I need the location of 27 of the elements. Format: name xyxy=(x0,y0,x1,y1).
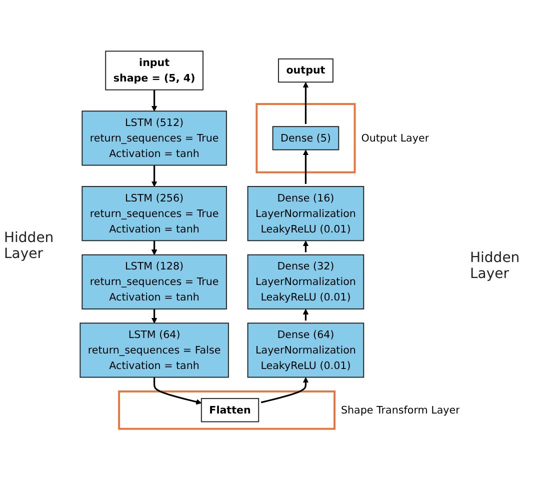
arrow xyxy=(151,308,158,324)
arrow xyxy=(154,377,202,405)
node-box: input shape = (5, 4) xyxy=(105,50,204,90)
node-box: LSTM (128) return_sequences = True Activation = tanh xyxy=(82,254,227,310)
arrow xyxy=(151,240,158,256)
node-label: Shape Transform Layer xyxy=(340,404,460,416)
node-box: Dense (16) LayerNormalization LeakyReLU (0.01) xyxy=(247,186,364,242)
arrow xyxy=(302,82,309,124)
arrow xyxy=(302,150,309,184)
node-label: Output Layer xyxy=(361,132,430,144)
arrow xyxy=(302,240,309,252)
layer-label: Hidden Layer xyxy=(470,250,521,282)
arrow xyxy=(260,377,309,404)
node-box: Flatten xyxy=(200,398,260,422)
node-box: output xyxy=(278,58,334,83)
node-box: Dense (64) LayerNormalization LeakyReLU (0.01) xyxy=(247,322,364,378)
arrow xyxy=(302,308,309,321)
node-box: Dense (5) xyxy=(272,126,340,150)
node-box: LSTM (512) return_sequences = True Activation = tanh xyxy=(82,110,227,166)
node-box: Dense (32) LayerNormalization LeakyReLU (0.01) xyxy=(247,254,364,310)
cluster xyxy=(118,390,336,430)
cluster xyxy=(256,103,356,174)
node-box: LSTM (256) return_sequences = True Activation = tanh xyxy=(82,186,227,242)
layer-label: Hidden Layer xyxy=(4,230,55,262)
arrow xyxy=(151,165,158,187)
arrow xyxy=(151,90,158,112)
node-box: LSTM (64) return_sequences = False Activation = tanh xyxy=(80,322,229,378)
